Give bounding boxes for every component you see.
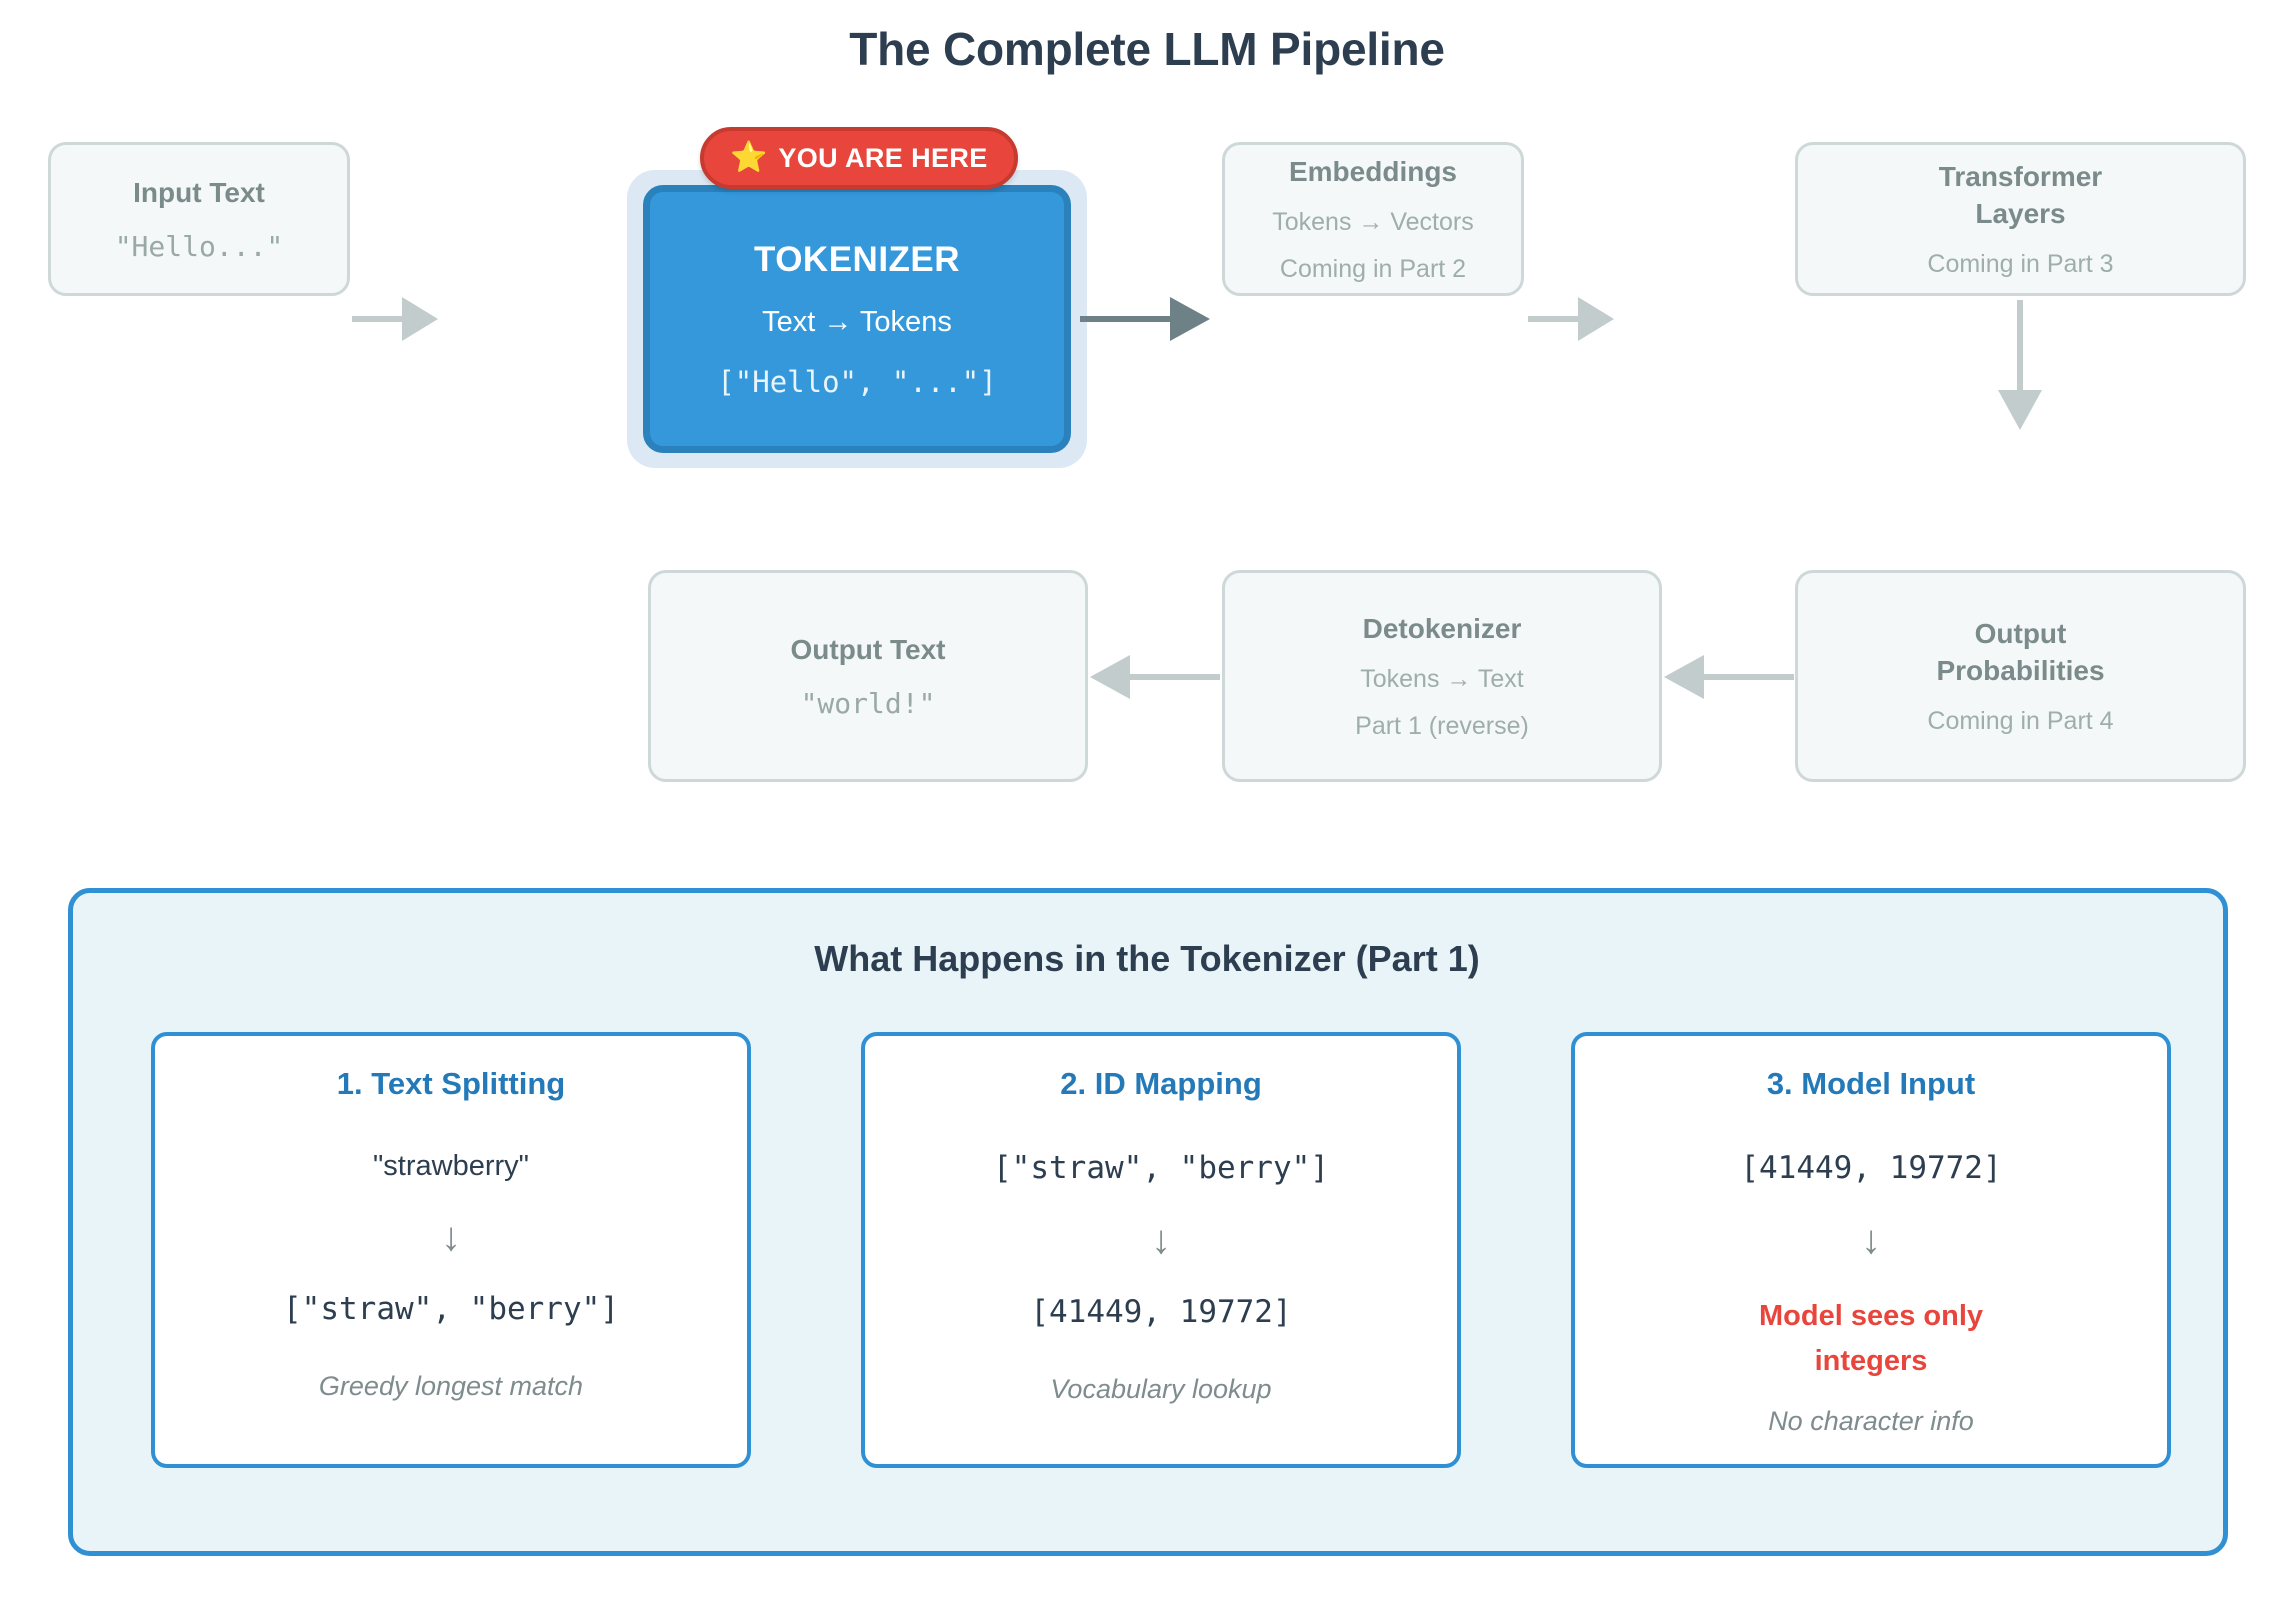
card-3-note: No character info xyxy=(1768,1405,1974,1436)
detokenizer-subtitle: Tokens → Text xyxy=(1360,665,1524,694)
you-are-here-label: YOU ARE HERE xyxy=(778,142,988,173)
arrow-output-probabilities-to-detokenizer xyxy=(1664,655,1794,699)
tokenizer-title: TOKENIZER xyxy=(753,239,961,279)
arrow-tokenizer-to-embeddings xyxy=(1080,297,1210,341)
output-text-value: "world!" xyxy=(800,686,936,720)
tokenizer-subtitle: Text → Tokens xyxy=(762,305,952,338)
card-2-note: Vocabulary lookup xyxy=(1050,1374,1272,1404)
arrow-detokenizer-to-output-text xyxy=(1090,655,1220,699)
you-are-here-badge: ⭐ YOU ARE HERE xyxy=(700,127,1018,189)
card-2-arrow-down-icon: ↓ xyxy=(1151,1218,1171,1262)
card-1-input: "strawberry" xyxy=(373,1150,529,1182)
card-3-output: Model sees only integers xyxy=(1758,1300,1983,1377)
pipeline-box-transformer-layers: Transformer Layers Coming in Part 3 xyxy=(1795,142,2246,296)
detail-panel-heading: What Happens in the Tokenizer (Part 1) xyxy=(814,938,1480,979)
input-text-value: "Hello..." xyxy=(114,229,284,263)
detail-card-id-mapping: 2. ID Mapping ["straw", "berry"] ↓ [4144… xyxy=(861,1032,1461,1468)
card-1-note: Greedy longest match xyxy=(318,1371,584,1401)
embeddings-subtitle: Tokens → Vectors xyxy=(1272,208,1474,237)
input-text-title: Input Text xyxy=(133,177,265,209)
detail-card-text-splitting: 1. Text Splitting "strawberry" ↓ ["straw… xyxy=(151,1032,751,1468)
detokenizer-note: Part 1 (reverse) xyxy=(1355,712,1529,741)
card-1-output: ["straw", "berry"] xyxy=(283,1291,619,1327)
output-text-title: Output Text xyxy=(790,634,946,666)
arrow-embeddings-to-transformer xyxy=(1528,297,1614,341)
card-2-output: [41449, 19772] xyxy=(1030,1294,1292,1330)
detail-card-model-input: 3. Model Input [41449, 19772] ↓ Model se… xyxy=(1571,1032,2171,1468)
pipeline-box-output-probabilities: Output Probabilities Coming in Part 4 xyxy=(1795,570,2246,782)
embeddings-title: Embeddings xyxy=(1288,155,1457,187)
embeddings-note: Coming in Part 2 xyxy=(1279,255,1467,284)
pipeline-box-detokenizer: Detokenizer Tokens → Text Part 1 (revers… xyxy=(1222,570,1662,782)
arrow-transformer-to-output-probabilities xyxy=(1998,300,2042,430)
card-2-title: 2. ID Mapping xyxy=(1060,1066,1262,1101)
pipeline-box-output-text: Output Text "world!" xyxy=(648,570,1088,782)
transformer-note: Coming in Part 3 xyxy=(1927,249,2114,278)
tokenizer-tokens-value: ["Hello", "..."] xyxy=(717,364,997,399)
output-probabilities-note: Coming in Part 4 xyxy=(1927,706,2114,735)
card-3-title: 3. Model Input xyxy=(1766,1066,1976,1101)
pipeline-box-input-text: Input Text "Hello..." xyxy=(48,142,350,296)
transformer-title: Transformer Layers xyxy=(1938,161,2103,229)
output-probabilities-title: Output Probabilities xyxy=(1936,618,2105,686)
page-title: The Complete LLM Pipeline xyxy=(849,23,1445,75)
card-3-input: [41449, 19772] xyxy=(1740,1150,2002,1186)
pipeline-box-tokenizer: TOKENIZER Text → Tokens ["Hello", "..."] xyxy=(643,185,1071,453)
detokenizer-title: Detokenizer xyxy=(1362,612,1522,644)
card-1-arrow-down-icon: ↓ xyxy=(441,1215,461,1259)
pipeline-box-embeddings: Embeddings Tokens → Vectors Coming in Pa… xyxy=(1222,142,1524,296)
arrow-input-to-tokenizer xyxy=(352,297,438,341)
card-3-arrow-down-icon: ↓ xyxy=(1861,1218,1881,1262)
card-2-input: ["straw", "berry"] xyxy=(993,1150,1329,1186)
card-1-title: 1. Text Splitting xyxy=(336,1066,566,1101)
star-icon: ⭐ xyxy=(730,141,768,174)
